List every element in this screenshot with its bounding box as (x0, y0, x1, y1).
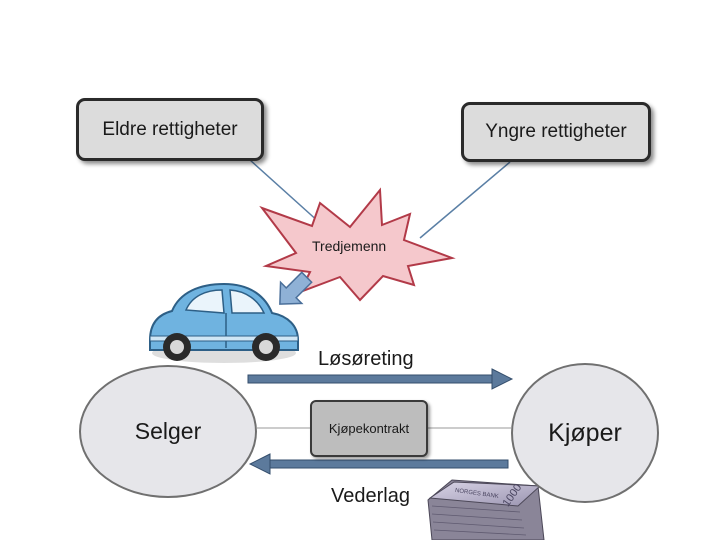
connector-yngre-tredjemenn (419, 161, 511, 239)
selger-node: Selger (79, 365, 257, 498)
vederlag-arrow (248, 453, 509, 475)
yngre-rettigheter-box: Yngre rettigheter (461, 102, 651, 162)
eldre-rettigheter-label: Eldre rettigheter (102, 118, 238, 140)
tredjemenn-label: Tredjemenn (312, 238, 387, 254)
car-icon (149, 282, 299, 363)
losoreting-label: Løsøreting (318, 348, 414, 370)
money-stack-icon: 1000 NORGES BANK (427, 479, 545, 540)
losoreting-arrow (247, 368, 514, 390)
eldre-rettigheter-box: Eldre rettigheter (76, 98, 264, 161)
kjoper-node: Kjøper (511, 363, 659, 503)
kjoper-label: Kjøper (548, 418, 622, 447)
yngre-rettigheter-label: Yngre rettigheter (485, 121, 627, 142)
tredjemenn-burst (259, 187, 456, 302)
vederlag-label: Vederlag (331, 485, 410, 507)
pointer-arrow-icon (279, 271, 313, 305)
selger-label: Selger (134, 418, 202, 444)
kjopekontrakt-box: Kjøpekontrakt (310, 400, 428, 457)
kjopekontrakt-label: Kjøpekontrakt (328, 421, 410, 436)
